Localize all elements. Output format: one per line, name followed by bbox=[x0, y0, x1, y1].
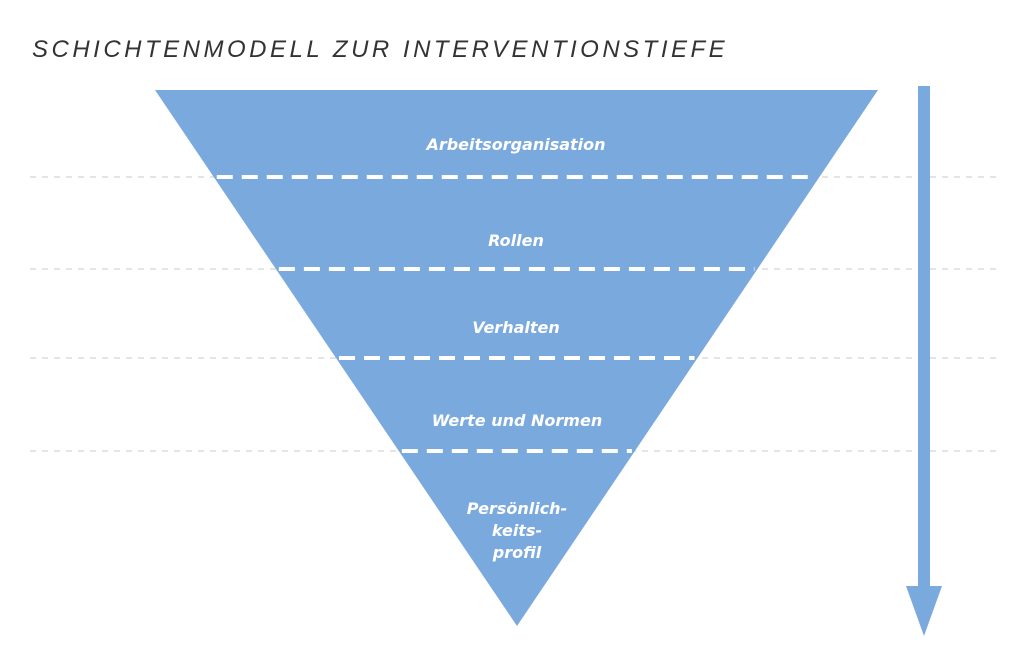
layer-label: profil bbox=[492, 543, 542, 562]
layer-label: keits- bbox=[492, 521, 542, 540]
layer-label: Arbeitsorganisation bbox=[424, 135, 605, 154]
layer-label: Werte und Normen bbox=[432, 411, 602, 430]
page-title: SCHICHTENMODELL ZUR INTERVENTIONSTIEFE bbox=[32, 36, 729, 63]
layer-label: Verhalten bbox=[472, 318, 560, 337]
layer-label: Rollen bbox=[488, 231, 544, 250]
layer-dividers bbox=[216, 175, 817, 453]
layer-label: Persönlich- bbox=[467, 499, 567, 518]
layer-labels: ArbeitsorganisationRollenVerhaltenWerte … bbox=[424, 135, 605, 562]
depth-arrow-head bbox=[906, 586, 942, 636]
depth-arrow bbox=[906, 86, 942, 636]
depth-arrow-shaft bbox=[918, 86, 930, 588]
